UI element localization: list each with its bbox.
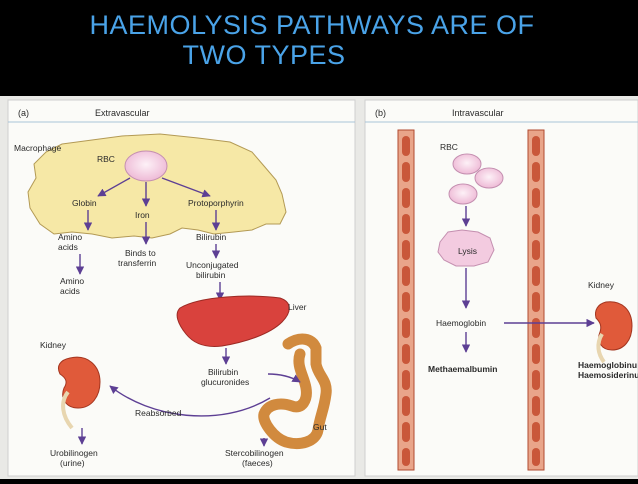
arrow-rbc-globin xyxy=(97,177,131,197)
unconjugated-label-2: bilirubin xyxy=(196,270,226,280)
bilirubin-glucuronides-2: glucuronides xyxy=(201,377,249,387)
urobilinogen-label-1: Urobilinogen xyxy=(50,448,98,458)
haemoglobin-label: Haemoglobin xyxy=(436,318,486,328)
globin-label: Globin xyxy=(72,198,97,208)
haemoglobinuria-label: Haemoglobinu xyxy=(578,360,637,370)
vessel-wall-right xyxy=(527,129,545,471)
kidney-label-a: Kidney xyxy=(40,340,67,350)
vessel-wall-left xyxy=(397,129,415,471)
panel-b-letter: (b) xyxy=(375,108,386,118)
amino-acids-out-1: Amino xyxy=(60,276,84,286)
ureter-a xyxy=(61,390,74,430)
haemosiderinuria-label: Haemosiderinu xyxy=(578,370,638,380)
macrophage-cell xyxy=(27,133,287,239)
rbc-cell-a xyxy=(124,150,168,182)
binds-label-1: Binds to xyxy=(125,248,156,258)
rbc-label-a: RBC xyxy=(97,154,115,164)
rbc-cell-b2 xyxy=(474,167,504,189)
binds-label-2: transferrin xyxy=(118,258,157,268)
rbc-cell-b3 xyxy=(448,183,478,205)
amino-acids-inside-1: Amino xyxy=(58,232,82,242)
stercobilinogen-label-2: (faeces) xyxy=(242,458,273,468)
urobilinogen-label-2: (urine) xyxy=(60,458,85,468)
iron-label: Iron xyxy=(135,210,150,220)
arrow-reabsorbed xyxy=(109,385,271,417)
haemolysis-diagram: (a) Extravascular (b) Intravascular Macr… xyxy=(0,96,638,479)
liver-label: Liver xyxy=(288,302,307,312)
reabsorbed-label: Reabsorbed xyxy=(135,408,182,418)
lysis-label: Lysis xyxy=(458,246,477,256)
rbc-label-b: RBC xyxy=(440,142,458,152)
gut-organ xyxy=(258,333,332,449)
haemolysis-figure: (a) Extravascular (b) Intravascular Macr… xyxy=(0,96,638,479)
protoporphyrin-label: Protoporphyrin xyxy=(188,198,244,208)
gut-label: Gut xyxy=(313,422,327,432)
rbc-cell-b1 xyxy=(452,153,482,175)
methaemalbumin-label: Methaemalbumin xyxy=(428,364,497,374)
panel-a-heading: Extravascular xyxy=(95,108,150,118)
panel-a-letter: (a) xyxy=(18,108,29,118)
kidney-label-b: Kidney xyxy=(588,280,615,290)
amino-acids-out-2: acids xyxy=(60,286,80,296)
slide-title-line2: TWO TYPES xyxy=(182,40,346,70)
kidney-organ-b xyxy=(595,301,633,351)
ureter-b xyxy=(596,332,606,364)
arrow-rbc-protoporphyrin xyxy=(161,177,211,198)
slide-title-line1: HAEMOLYSIS PATHWAYS ARE OF xyxy=(89,10,535,40)
arrow-glucuronides-gut xyxy=(267,373,301,383)
bilirubin-label: Bilirubin xyxy=(196,232,227,242)
unconjugated-label-1: Unconjugated xyxy=(186,260,239,270)
liver-organ xyxy=(176,295,290,347)
lysis-cell xyxy=(437,229,495,267)
panel-b-heading: Intravascular xyxy=(452,108,504,118)
bilirubin-glucuronides-1: Bilirubin xyxy=(208,367,239,377)
stercobilinogen-label-1: Stercobilinogen xyxy=(225,448,284,458)
macrophage-label: Macrophage xyxy=(14,143,62,153)
slide-title: HAEMOLYSIS PATHWAYS ARE OF TWO TYPES xyxy=(0,10,638,70)
amino-acids-inside-2: acids xyxy=(58,242,78,252)
